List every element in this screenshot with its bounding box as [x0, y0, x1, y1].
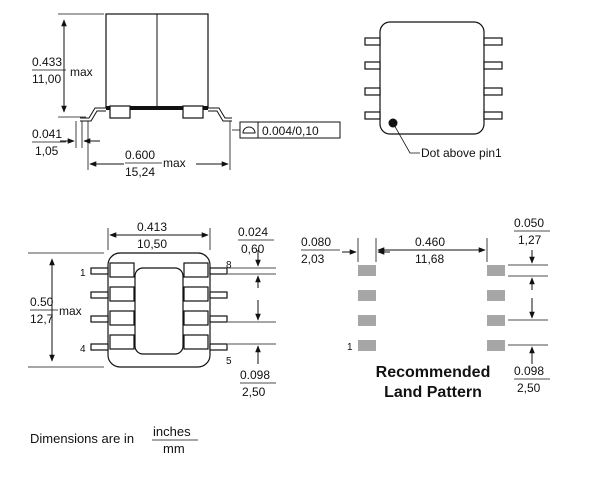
land-pattern: 1 0.080 2,03 0.460 11,68 0.050 1,27 0.09… [301, 216, 550, 401]
bottom-pin-right-3 [209, 315, 228, 323]
length-mm-label: 12,7 [30, 312, 54, 326]
top-view: Dot above pin1 [364, 21, 503, 160]
flatness-icon [242, 126, 256, 134]
length-in-label: 0.50 [30, 295, 54, 309]
body-width-mm-label: 10,50 [137, 237, 167, 251]
coplanarity-symbol-box [239, 121, 259, 139]
bottom-view: 1 4 5 8 0.413 10,50 0.50 12,7 max 0.024 … [28, 220, 276, 399]
top-lead-right-1 [483, 37, 503, 46]
land-pitch-in-label: 0.098 [514, 364, 544, 378]
pin-label-5: 5 [226, 356, 232, 367]
height-max-label: max [70, 65, 93, 79]
bottom-terminal-right-3 [183, 310, 209, 326]
land-pad-right-1 [487, 265, 505, 276]
bottom-terminal-left-2 [109, 286, 135, 302]
top-view-body [379, 21, 485, 135]
span-mm-label: 11,68 [415, 252, 444, 266]
width-max-label: max [163, 156, 186, 170]
pin1-dot-leader [392, 122, 420, 154]
top-lead-left-3 [364, 87, 381, 96]
standoff-in-label: 0.041 [32, 127, 62, 141]
pad-width-in-label: 0.080 [301, 235, 331, 249]
side-view: 0.433 11,00 max 0.041 1,05 0.600 15,24 m… [32, 13, 341, 179]
land-pattern-title-line2: Land Pattern [384, 384, 482, 401]
pad-length-in-label: 0.050 [514, 216, 544, 230]
land-pad-left-2 [358, 290, 376, 301]
bottom-pin-left-2 [90, 291, 109, 299]
top-lead-left-2 [364, 61, 381, 70]
land-pattern-title-line1: Recommended [376, 364, 491, 381]
bottom-terminal-left-4 [109, 334, 135, 350]
bottom-terminal-right-2 [183, 286, 209, 302]
units-note-prefix: Dimensions are in [30, 431, 134, 446]
pad-width-mm-label: 2,03 [301, 252, 325, 266]
side-lead-left [80, 107, 106, 119]
side-view-base [106, 106, 208, 110]
bottom-pin-left-3 [90, 315, 109, 323]
height-mm-label: 11,00 [32, 72, 61, 86]
pin-gap-in-label: 0.098 [240, 368, 270, 382]
side-lead-right-lower [208, 110, 232, 122]
top-lead-left-4 [364, 111, 381, 120]
side-lead-pad-1 [109, 105, 131, 119]
standoff-mm-label: 1,05 [35, 144, 59, 158]
bottom-terminal-right-1 [183, 262, 209, 278]
bottom-pin-right-2 [209, 291, 228, 299]
bottom-terminal-right-4 [183, 334, 209, 350]
top-lead-left-1 [364, 37, 381, 46]
side-lead-right [208, 107, 232, 119]
land-pitch-mm-label: 2,50 [517, 381, 541, 395]
units-note: Dimensions are in inches mm [30, 424, 198, 456]
pin-label-8: 8 [226, 260, 232, 271]
bottom-pin-left-1 [90, 267, 109, 275]
width-in-label: 0.600 [125, 148, 155, 162]
bottom-pin-right-1 [209, 267, 228, 275]
pin-gap-mm-label: 2,50 [242, 385, 266, 399]
pin-pitch-in-label: 0.024 [238, 225, 268, 239]
pin-label-1: 1 [80, 268, 86, 279]
pin-pitch-mm-label: 0,60 [241, 242, 265, 256]
height-in-label: 0.433 [32, 55, 62, 69]
coplanarity-value-box [257, 121, 341, 139]
bottom-terminal-left-3 [109, 310, 135, 326]
bottom-terminal-left-1 [109, 262, 135, 278]
bottom-view-core [134, 267, 184, 355]
land-pad-left-4 [358, 340, 376, 351]
land-pad-right-3 [487, 315, 505, 326]
pin1-dot-label: Dot above pin1 [421, 146, 502, 160]
top-lead-right-2 [483, 61, 503, 70]
side-lead-left-lower [80, 110, 106, 122]
side-lead-pad-2 [182, 105, 204, 119]
land-pad-right-4 [487, 340, 505, 351]
units-note-denominator: mm [163, 441, 185, 456]
land-pad-left-1 [358, 265, 376, 276]
body-width-in-label: 0.413 [137, 220, 167, 234]
length-max-label: max [59, 304, 82, 318]
bottom-pin-right-4 [209, 343, 228, 351]
top-lead-right-4 [483, 111, 503, 120]
bottom-pin-left-4 [90, 343, 109, 351]
units-note-numerator: inches [153, 424, 191, 439]
land-pin1-label: 1 [347, 342, 353, 353]
land-pad-left-3 [358, 315, 376, 326]
top-lead-right-3 [483, 87, 503, 96]
land-pad-right-2 [487, 290, 505, 301]
width-mm-label: 15,24 [125, 165, 155, 179]
pad-length-mm-label: 1,27 [518, 233, 542, 247]
coplanarity-value: 0.004/0,10 [262, 124, 319, 138]
pin-label-4: 4 [80, 344, 86, 355]
span-in-label: 0.460 [415, 235, 445, 249]
